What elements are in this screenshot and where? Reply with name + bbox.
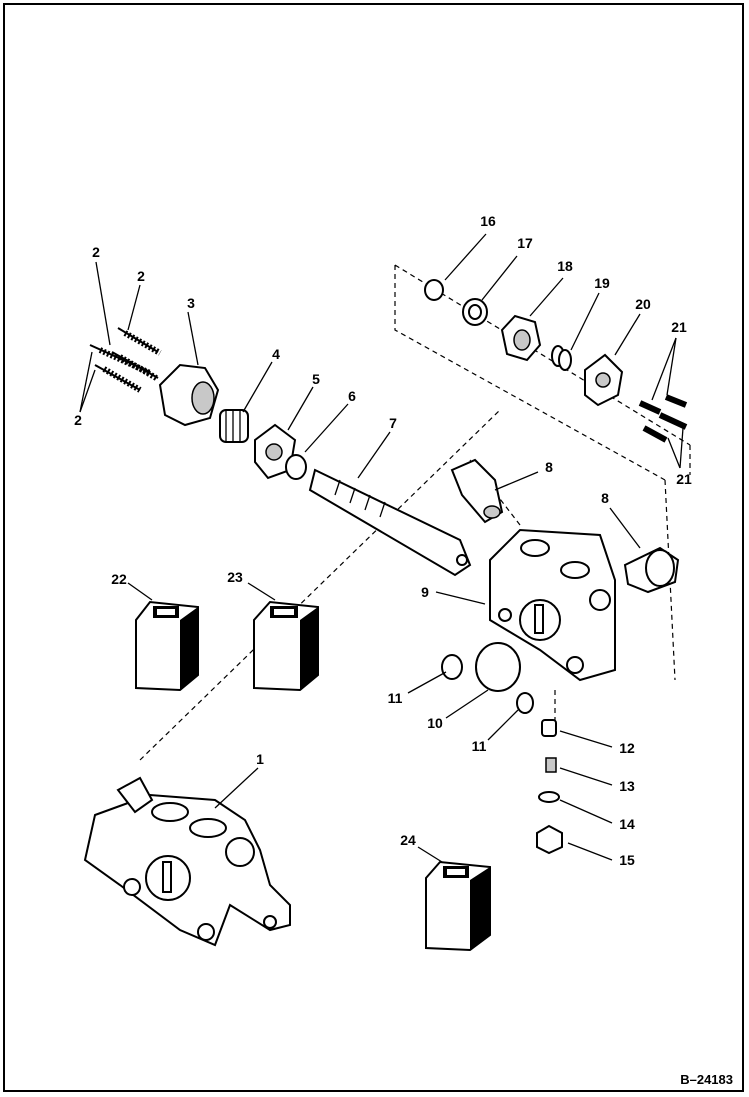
callout-13: 13 — [619, 778, 635, 794]
callout-16: 16 — [480, 213, 496, 229]
callout-1: 1 — [256, 751, 264, 767]
callout-21: 21 — [676, 471, 692, 487]
callout-4: 4 — [272, 346, 280, 362]
callout-20: 20 — [635, 296, 651, 312]
kit-outline — [394, 264, 691, 681]
kit-box-24 — [425, 860, 491, 952]
relief-valve-8b — [623, 546, 680, 594]
callout-14: 14 — [619, 816, 635, 832]
callout-9: 9 — [421, 584, 429, 600]
spring-4 — [219, 409, 249, 443]
callout-7: 7 — [389, 415, 397, 431]
callout-11: 11 — [388, 690, 403, 706]
center-line — [139, 409, 556, 761]
bolts-2 — [89, 327, 162, 393]
valve-body-9 — [489, 528, 616, 682]
washer-14 — [538, 791, 560, 803]
callout-3: 3 — [187, 295, 195, 311]
callout-5: 5 — [312, 371, 320, 387]
callout-15: 15 — [619, 852, 635, 868]
callout-19: 19 — [594, 275, 610, 291]
callout-2: 2 — [74, 412, 82, 428]
callout-22: 22 — [111, 571, 127, 587]
callout-21: 21 — [671, 319, 687, 335]
spool-7 — [308, 468, 472, 577]
flange-5 — [254, 423, 297, 480]
callout-24: 24 — [400, 832, 416, 848]
callout-8: 8 — [545, 459, 553, 475]
nut-18 — [500, 314, 542, 362]
callout-17: 17 — [517, 235, 533, 251]
callout-8: 8 — [601, 490, 609, 506]
backup-ring-17 — [462, 298, 488, 326]
spring-13 — [545, 757, 557, 773]
kit-box-22 — [135, 600, 199, 692]
relief-valve-8a — [450, 458, 504, 524]
o-ring-10 — [475, 642, 521, 692]
diagram-border — [3, 3, 744, 1092]
callout-10: 10 — [427, 715, 443, 731]
o-ring-16 — [424, 279, 444, 301]
callout-6: 6 — [348, 388, 356, 404]
callout-11: 11 — [472, 738, 487, 754]
leader-lines — [79, 233, 684, 863]
flange-20 — [584, 353, 624, 407]
end-cap-3 — [158, 363, 220, 427]
kit-box-23 — [253, 600, 319, 692]
seal-19 — [551, 345, 572, 371]
callout-23: 23 — [227, 569, 243, 585]
figure-reference: B–24183 — [680, 1072, 733, 1087]
valve-section-assembly-1 — [83, 776, 291, 947]
o-ring-11a — [441, 654, 463, 680]
plug-15 — [536, 824, 563, 855]
o-ring-6 — [285, 454, 307, 480]
callout-18: 18 — [557, 258, 573, 274]
poppet-12 — [541, 719, 557, 737]
screws-21 — [638, 394, 688, 443]
callout-2: 2 — [137, 268, 145, 284]
callout-2: 2 — [92, 244, 100, 260]
callout-12: 12 — [619, 740, 635, 756]
o-ring-11b — [516, 692, 534, 714]
